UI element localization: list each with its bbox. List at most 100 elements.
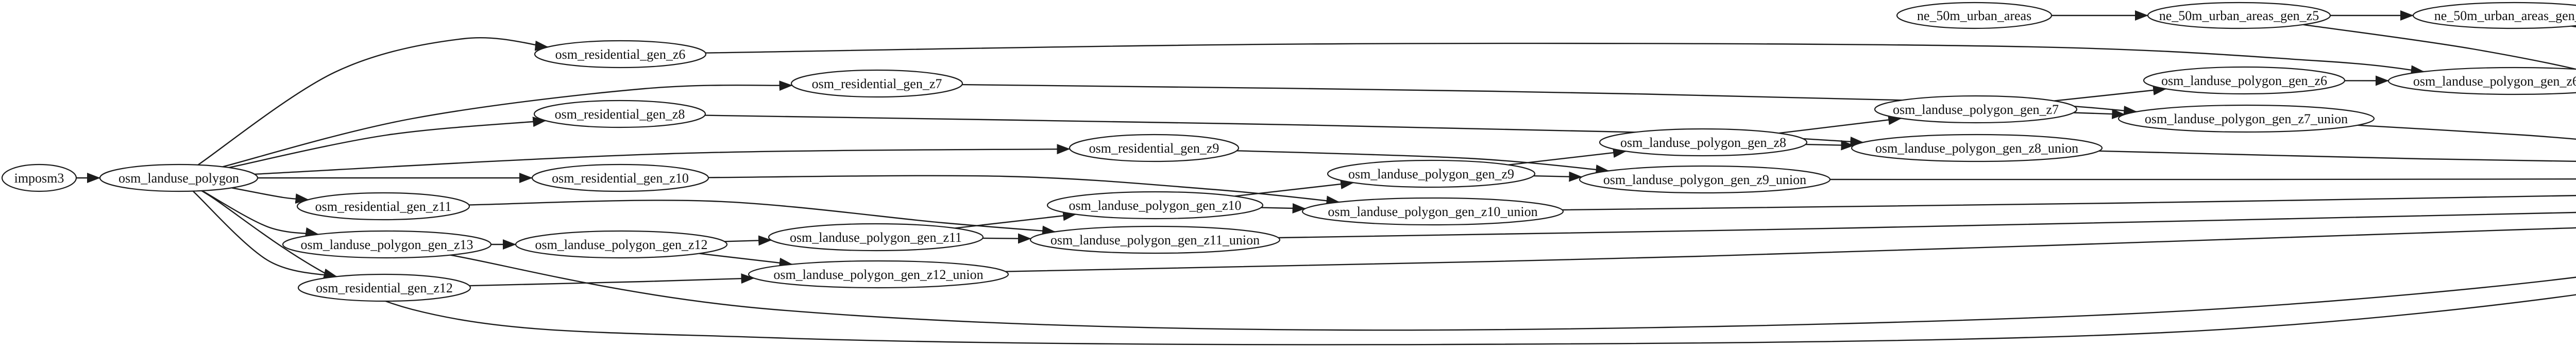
node-ellipse-osm_landuse_polygon (99, 163, 259, 192)
node-osm_residential_gen_z6: osm_residential_gen_z6 (534, 40, 707, 69)
node-ellipse-osm_landuse_polygon_gen_z9 (1327, 159, 1536, 188)
node-osm_landuse_polygon_gen_z7: osm_landuse_polygon_gen_z7 (1874, 95, 2078, 124)
node-osm_landuse_polygon_gen_z10_union: osm_landuse_polygon_gen_z10_union (1301, 197, 1564, 226)
edge-osm_landuse_polygon--osm_residential_gen_z9 (254, 144, 1071, 175)
node-ellipse-osm_residential_gen_z9 (1069, 134, 1240, 162)
node-label-osm_landuse_polygon_gen_z11: osm_landuse_polygon_gen_z11 (790, 230, 962, 245)
edge-osm_landuse_polygon_gen_z7--osm_landuse_polygon_gen_z6 (2054, 85, 2167, 102)
node-ne_50m_urban_areas_gen_z4: ne_50m_urban_areas_gen_z4 (2412, 2, 2576, 29)
node-ellipse-osm_landuse_polygon_gen_z6 (2143, 66, 2346, 95)
node-ellipse-osm_residential_gen_z10 (531, 163, 709, 192)
node-ellipse-osm_landuse_polygon_gen_z12 (515, 230, 728, 259)
node-ellipse-imposm3 (1, 163, 77, 192)
edge-osm_residential_gen_z11--osm_landuse_polygon_gen_z11_union (469, 200, 1056, 236)
node-ellipse-osm_landuse_polygon_gen_z6_union (2387, 67, 2576, 95)
node-imposm3: imposm3 (1, 163, 77, 192)
node-osm_landuse_polygon_gen_z6_union: osm_landuse_polygon_gen_z6_union (2387, 67, 2576, 95)
node-osm_landuse_polygon_gen_z8_union: osm_landuse_polygon_gen_z8_union (1851, 134, 2103, 162)
node-osm_landuse_polygon_gen_z9: osm_landuse_polygon_gen_z9 (1327, 159, 1536, 188)
node-label-osm_landuse_polygon_gen_z13: osm_landuse_polygon_gen_z13 (300, 237, 473, 252)
node-ne_50m_urban_areas: ne_50m_urban_areas (1896, 2, 2053, 29)
node-label-ne_50m_urban_areas_gen_z5: ne_50m_urban_areas_gen_z5 (2159, 8, 2319, 23)
edge-osm_residential_gen_z6--osm_landuse_polygon_gen_z6_union (705, 42, 2425, 76)
edge-osm_landuse_polygon_gen_z8--osm_landuse_polygon_gen_z8_union (1805, 140, 1855, 151)
edge-osm_landuse_polygon_gen_z11--osm_landuse_polygon_gen_z10 (955, 210, 1077, 229)
edge-osm_landuse_polygon_gen_z8_union--layer_landuse-z8 (2098, 150, 2576, 162)
edge-osm_landuse_polygon_gen_z10--osm_landuse_polygon_gen_z10_union (1261, 203, 1306, 213)
edge-osm_landuse_polygon_gen_z11--osm_landuse_polygon_gen_z11_union (982, 233, 1031, 244)
node-ellipse-osm_landuse_polygon_gen_z12_union (748, 260, 1009, 289)
edge-osm_landuse_polygon_gen_z10_union--layer_landuse-z10 (1562, 194, 2576, 211)
node-ellipse-osm_residential_gen_z12 (297, 273, 471, 302)
edge-osm_landuse_polygon_gen_z12--osm_landuse_polygon_gen_z11 (724, 235, 772, 246)
edge-osm_landuse_polygon_gen_z9_union--layer_landuse-z9 (1829, 178, 2576, 180)
node-label-osm_landuse_polygon_gen_z9_union: osm_landuse_polygon_gen_z9_union (1603, 172, 1806, 187)
node-label-osm_residential_gen_z8: osm_residential_gen_z8 (555, 107, 685, 122)
edge-osm_landuse_polygon--osm_landuse_polygon_gen_z13 (201, 190, 319, 238)
node-ellipse-osm_landuse_polygon_gen_z7 (1874, 95, 2078, 124)
node-osm_landuse_polygon_gen_z12: osm_landuse_polygon_gen_z12 (515, 230, 728, 259)
node-label-osm_landuse_polygon_gen_z6: osm_landuse_polygon_gen_z6 (2161, 73, 2327, 88)
edge-osm_landuse_polygon--layer_landuse-z14+ (201, 190, 2576, 345)
edge-ne_50m_urban_areas_gen_z5--layer_landuse-z5 (2303, 24, 2576, 70)
node-ellipse-ne_50m_urban_areas (1896, 2, 2053, 29)
node-ellipse-osm_landuse_polygon_gen_z8_union (1851, 134, 2103, 162)
node-osm_residential_gen_z9: osm_residential_gen_z9 (1069, 134, 1240, 162)
node-osm_residential_gen_z8: osm_residential_gen_z8 (533, 100, 706, 128)
edge-osm_landuse_polygon_gen_z10--osm_landuse_polygon_gen_z9 (1234, 179, 1354, 197)
node-ellipse-osm_landuse_polygon_gen_z13 (282, 230, 492, 259)
node-osm_landuse_polygon: osm_landuse_polygon (99, 163, 259, 192)
node-label-imposm3: imposm3 (14, 171, 64, 186)
edge-osm_landuse_polygon_gen_z8--osm_landuse_polygon_gen_z7 (1778, 114, 1902, 134)
edge-osm_landuse_polygon_gen_z11_union--layer_landuse-z11 (1278, 211, 2576, 239)
edge-osm_landuse_polygon_gen_z13--layer_landuse-z13 (450, 254, 2576, 331)
node-osm_residential_gen_z10: osm_residential_gen_z10 (531, 163, 709, 192)
node-label-osm_residential_gen_z10: osm_residential_gen_z10 (552, 171, 689, 186)
node-label-osm_residential_gen_z11: osm_residential_gen_z11 (315, 199, 452, 214)
node-osm_landuse_polygon_gen_z11: osm_landuse_polygon_gen_z11 (768, 223, 984, 252)
edge-osm_landuse_polygon_gen_z7--osm_landuse_polygon_gen_z7_union (2073, 109, 2126, 120)
node-ellipse-ne_50m_urban_areas_gen_z5 (2147, 2, 2331, 29)
node-label-ne_50m_urban_areas: ne_50m_urban_areas (1917, 8, 2031, 23)
node-label-osm_landuse_polygon_gen_z8_union: osm_landuse_polygon_gen_z8_union (1875, 141, 2078, 156)
node-ellipse-osm_residential_gen_z6 (534, 40, 707, 69)
node-label-osm_landuse_polygon_gen_z6_union: osm_landuse_polygon_gen_z6_union (2413, 74, 2576, 89)
node-ellipse-osm_residential_gen_z8 (533, 100, 706, 128)
edges-layer (76, 10, 2576, 345)
node-ellipse-osm_landuse_polygon_gen_z10 (1046, 191, 1264, 220)
node-label-osm_landuse_polygon_gen_z10: osm_landuse_polygon_gen_z10 (1069, 198, 1241, 213)
node-ellipse-osm_landuse_polygon_gen_z11 (768, 223, 984, 252)
edge-osm_landuse_polygon--osm_residential_gen_z12 (192, 190, 337, 279)
node-ellipse-ne_50m_urban_areas_gen_z4 (2412, 2, 2576, 29)
node-ne_50m_urban_areas_gen_z5: ne_50m_urban_areas_gen_z5 (2147, 2, 2331, 29)
node-label-osm_landuse_polygon_gen_z9: osm_landuse_polygon_gen_z9 (1348, 167, 1514, 182)
node-label-osm_residential_gen_z6: osm_residential_gen_z6 (555, 47, 686, 62)
node-ellipse-osm_landuse_polygon_gen_z10_union (1301, 197, 1564, 226)
node-osm_landuse_polygon_gen_z12_union: osm_landuse_polygon_gen_z12_union (748, 260, 1009, 289)
edge-osm_landuse_polygon_gen_z9--osm_landuse_polygon_gen_z9_union (1533, 171, 1583, 182)
node-osm_landuse_polygon_gen_z7_union: osm_landuse_polygon_gen_z7_union (2117, 104, 2375, 133)
node-osm_landuse_polygon_gen_z13: osm_landuse_polygon_gen_z13 (282, 230, 492, 259)
node-label-ne_50m_urban_areas_gen_z4: ne_50m_urban_areas_gen_z4 (2434, 8, 2576, 23)
node-osm_landuse_polygon_gen_z11_union: osm_landuse_polygon_gen_z11_union (1029, 225, 1281, 254)
node-ellipse-osm_landuse_polygon_gen_z7_union (2117, 104, 2375, 133)
node-label-osm_landuse_polygon_gen_z12: osm_landuse_polygon_gen_z12 (535, 237, 707, 252)
node-osm_landuse_polygon_gen_z6: osm_landuse_polygon_gen_z6 (2143, 66, 2346, 95)
node-osm_landuse_polygon_gen_z10: osm_landuse_polygon_gen_z10 (1046, 191, 1264, 220)
node-ellipse-osm_landuse_polygon_gen_z9_union (1579, 165, 1831, 194)
edge-osm_residential_gen_z9--osm_landuse_polygon_gen_z9_union (1236, 150, 1609, 175)
edge-osm_landuse_polygon--osm_residential_gen_z11 (231, 187, 309, 204)
edge-osm_residential_gen_z10--osm_landuse_polygon_gen_z10_union (708, 175, 1340, 206)
edge-osm_landuse_polygon--osm_residential_gen_z7 (222, 80, 793, 168)
edge-osm_residential_gen_z12--osm_landuse_polygon_gen_z12_union (469, 273, 755, 287)
node-label-osm_landuse_polygon_gen_z8: osm_landuse_polygon_gen_z8 (1620, 135, 1786, 150)
node-label-osm_landuse_polygon_gen_z12_union: osm_landuse_polygon_gen_z12_union (773, 267, 983, 282)
node-label-osm_residential_gen_z7: osm_residential_gen_z7 (812, 76, 942, 91)
node-label-osm_residential_gen_z9: osm_residential_gen_z9 (1089, 141, 1219, 156)
node-ellipse-osm_landuse_polygon_gen_z8 (1599, 128, 1808, 157)
node-ellipse-osm_residential_gen_z7 (790, 69, 963, 98)
edge-osm_landuse_polygon_gen_z12--osm_landuse_polygon_gen_z12_union (699, 253, 793, 268)
node-ellipse-osm_residential_gen_z11 (296, 192, 470, 221)
node-osm_residential_gen_z11: osm_residential_gen_z11 (296, 192, 470, 221)
